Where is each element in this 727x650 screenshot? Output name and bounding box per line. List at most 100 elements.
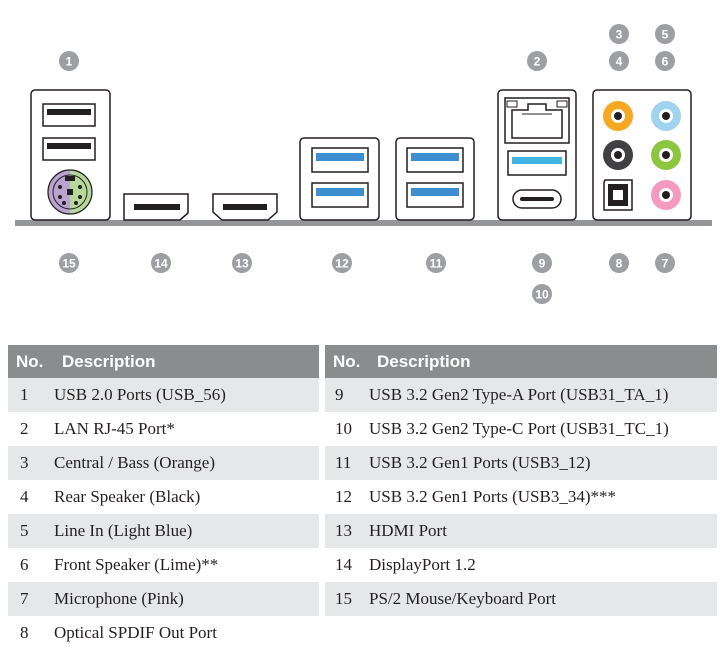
usb2-port-bottom	[42, 137, 96, 161]
usb2-ps2-block	[30, 89, 111, 221]
badge-7: 7	[655, 253, 675, 273]
row-no: 6	[20, 555, 29, 574]
badge-5: 5	[655, 24, 675, 44]
svg-text:8: 8	[616, 257, 623, 271]
row-description: PS/2 Mouse/Keyboard Port	[369, 582, 717, 616]
svg-text:5: 5	[662, 28, 669, 42]
audio-jack-black	[603, 140, 633, 170]
badge-10: 10	[532, 284, 552, 304]
header-no: No.	[325, 345, 369, 378]
row-description: Front Speaker (Lime)**	[54, 555, 219, 574]
badge-9: 9	[532, 253, 552, 273]
row-description: USB 3.2 Gen2 Type-A Port (USB31_TA_1)	[369, 378, 717, 412]
svg-text:12: 12	[335, 257, 349, 271]
displayport-port	[123, 193, 189, 221]
badge-6: 6	[655, 51, 675, 71]
svg-text:3: 3	[616, 28, 623, 42]
header-description: Description	[369, 345, 717, 378]
rear-io-diagram: 1 2 3 4 5 6 7 8 9 10 11 12 13 14 15	[15, 24, 712, 304]
svg-text:7: 7	[662, 257, 669, 271]
svg-text:6: 6	[662, 55, 669, 69]
svg-text:13: 13	[235, 257, 249, 271]
badge-13: 13	[232, 253, 252, 273]
row-description: DisplayPort 1.2	[369, 555, 476, 574]
row-description: Rear Speaker (Black)	[54, 487, 201, 506]
badge-3: 3	[609, 24, 629, 44]
svg-text:4: 4	[616, 55, 623, 69]
row-no: 2	[20, 419, 29, 438]
svg-text:14: 14	[154, 257, 168, 271]
usb31-type-a-port	[507, 150, 567, 176]
badge-2: 2	[527, 51, 547, 71]
row-no: 5	[8, 514, 54, 548]
row-description: USB 3.2 Gen1 Ports (USB3_12)	[369, 446, 717, 480]
header-description: Description	[54, 345, 319, 378]
row-no: 10	[335, 419, 352, 438]
badge-12: 12	[332, 253, 352, 273]
svg-text:10: 10	[535, 288, 549, 302]
header-no: No.	[8, 345, 54, 378]
row-description: Optical SPDIF Out Port	[54, 623, 217, 642]
svg-text:2: 2	[534, 55, 541, 69]
badge-11: 11	[426, 253, 446, 273]
row-no: 15	[325, 582, 369, 616]
row-no: 1	[8, 378, 54, 412]
row-no: 11	[325, 446, 369, 480]
row-no: 14	[335, 555, 352, 574]
row-description: USB 3.2 Gen1 Ports (USB3_34)***	[369, 487, 616, 506]
row-no: 9	[325, 378, 369, 412]
row-no: 4	[20, 487, 29, 506]
usb31-type-c-port	[512, 189, 562, 209]
audio-jack-orange	[603, 101, 633, 131]
svg-text:11: 11	[430, 257, 443, 271]
table-row: 14 DisplayPort 1.2	[325, 548, 717, 582]
row-no: 8	[20, 623, 29, 642]
svg-text:9: 9	[539, 257, 546, 271]
hdmi-port	[212, 193, 278, 221]
svg-text:15: 15	[62, 257, 76, 271]
lan-usb31-block	[497, 89, 577, 221]
row-no: 12	[335, 487, 352, 506]
row-description: Central / Bass (Orange)	[54, 446, 319, 480]
table-row: 12 USB 3.2 Gen1 Ports (USB3_34)***	[325, 480, 717, 514]
table-header-row: No. Description	[8, 345, 319, 378]
usb3-gen1-block-11	[395, 137, 475, 221]
usb2-port-top	[42, 103, 96, 127]
badge-1: 1	[59, 51, 79, 71]
table-row: 2 LAN RJ-45 Port*	[8, 412, 319, 446]
row-description: LAN RJ-45 Port*	[54, 419, 175, 438]
ps2-port	[47, 169, 93, 215]
badge-15: 15	[59, 253, 79, 273]
row-description: Line In (Light Blue)	[54, 514, 319, 548]
audio-jack-pink	[651, 180, 681, 210]
row-no: 13	[325, 514, 369, 548]
lan-port	[504, 97, 570, 144]
svg-text:1: 1	[66, 55, 73, 69]
usb3-gen1-block-12	[299, 137, 380, 221]
optical-spdif-port	[603, 179, 633, 211]
table-header-row: No. Description	[325, 345, 717, 378]
badge-4: 4	[609, 51, 629, 71]
row-description: Microphone (Pink)	[54, 582, 319, 616]
badge-8: 8	[609, 253, 629, 273]
table-row: 4 Rear Speaker (Black)	[8, 480, 319, 514]
audio-jack-lime	[651, 140, 681, 170]
table-row: 8 Optical SPDIF Out Port	[8, 616, 319, 650]
io-panel-line	[15, 220, 712, 226]
table-row: 10 USB 3.2 Gen2 Type-C Port (USB31_TC_1)	[325, 412, 717, 446]
audio-block	[592, 89, 692, 221]
row-description: USB 3.2 Gen2 Type-C Port (USB31_TC_1)	[369, 419, 669, 438]
row-no: 3	[8, 446, 54, 480]
table-row: 6 Front Speaker (Lime)**	[8, 548, 319, 582]
row-description: HDMI Port	[369, 514, 717, 548]
audio-jack-light-blue	[651, 101, 681, 131]
